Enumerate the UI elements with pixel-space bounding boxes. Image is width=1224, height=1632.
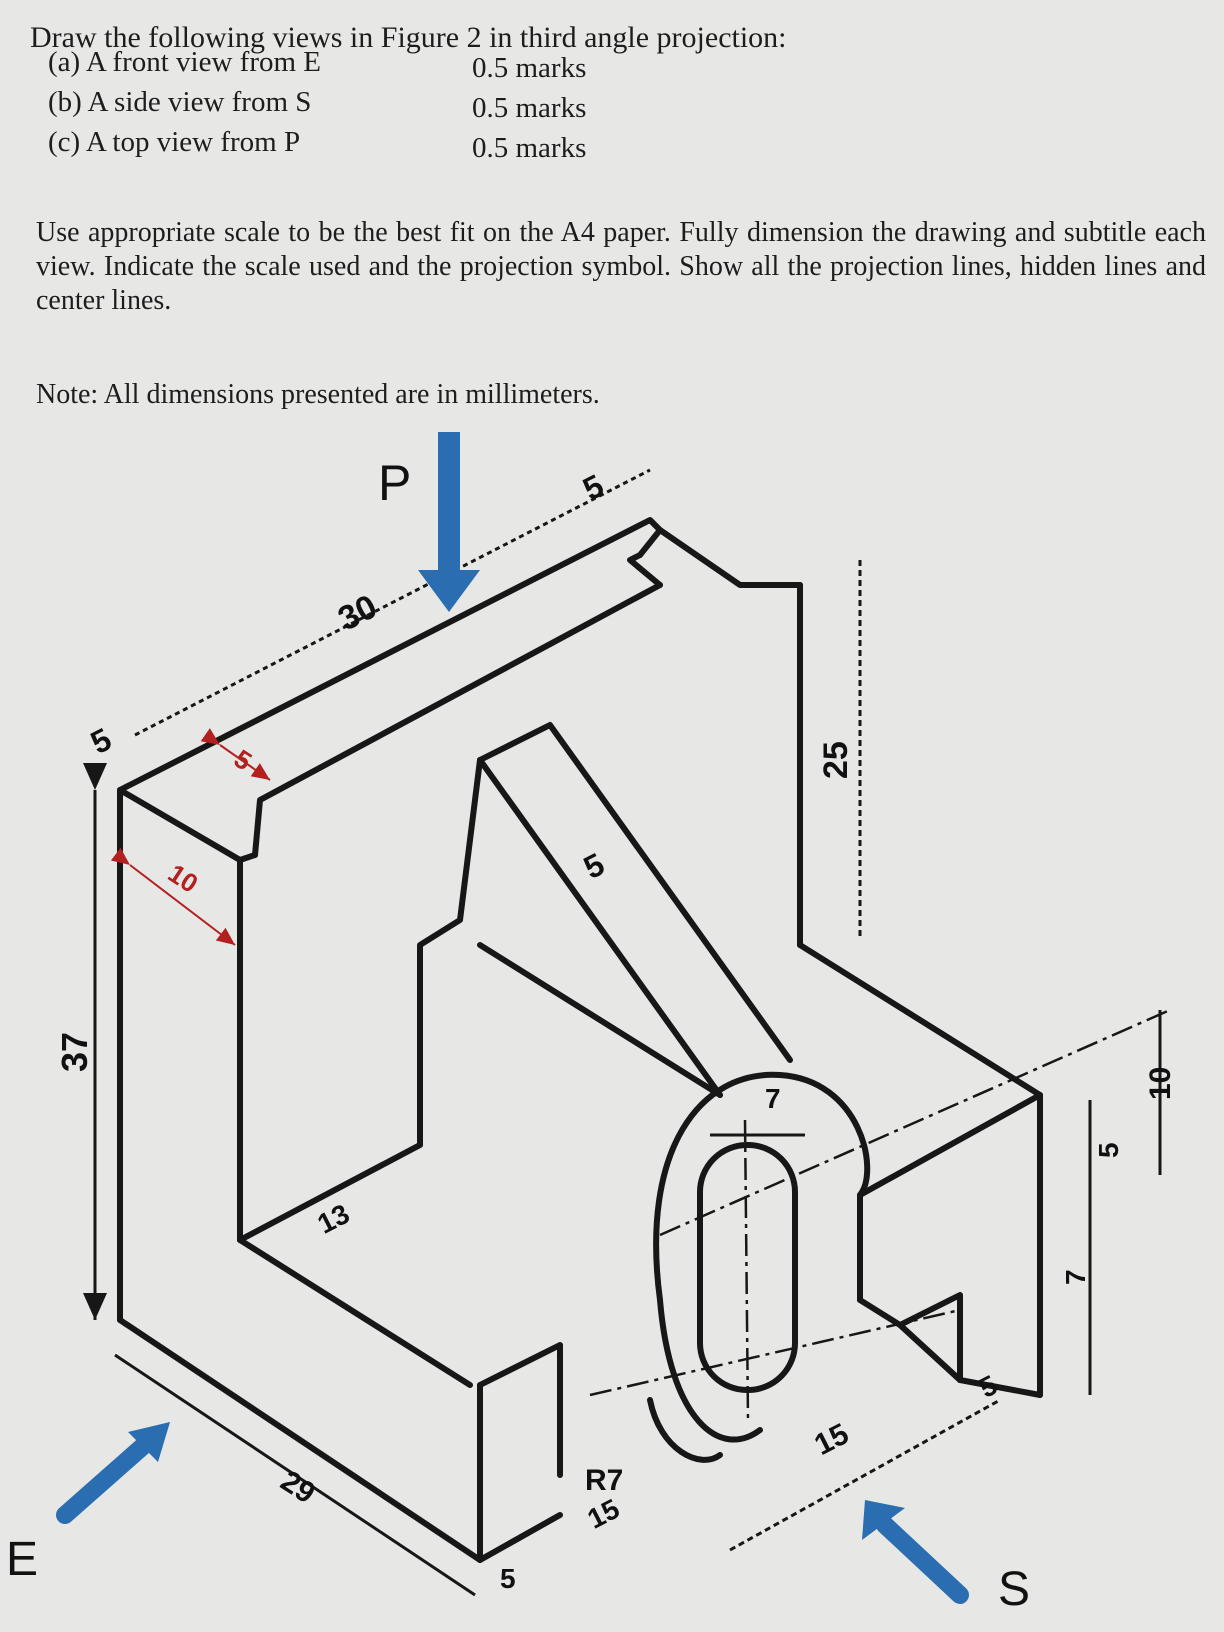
dim-7-right: 7 — [1060, 1269, 1091, 1285]
dim-29: 29 — [275, 1465, 321, 1511]
part-label: (b) A side view from S — [48, 86, 312, 118]
isometric-figure: P E S 30 5 5 5 10 37 25 5 13 29 5 R7 15 … — [6, 432, 1177, 1616]
view-arrow-e — [56, 1422, 170, 1524]
document-header: Draw the following views in Figure 2 in … — [30, 18, 1200, 58]
units-note: Note: All dimensions presented are in mi… — [36, 379, 600, 410]
dim-15-base: 15 — [809, 1417, 854, 1462]
view-label-p: P — [378, 455, 411, 511]
view-arrow-p — [418, 432, 480, 612]
part-marks: 0.5 marks — [472, 92, 587, 124]
dim-5-top-left: 5 — [85, 721, 117, 761]
dim-5-right: 5 — [1093, 1142, 1124, 1158]
dim-5-top-right: 5 — [577, 467, 609, 507]
dimension-lines — [83, 468, 1162, 1597]
dim-5-base: 5 — [500, 1563, 516, 1594]
part-label: (c) A top view from P — [48, 126, 301, 158]
part-c: (c) A top view from P 0.5 marks — [48, 122, 648, 164]
part-label: (a) A front view from E — [48, 46, 322, 78]
dim-7-slot: 7 — [765, 1083, 781, 1114]
part-marks: 0.5 marks — [472, 132, 587, 164]
object-outline — [117, 517, 1043, 1563]
dim-5-rib: 5 — [578, 846, 610, 886]
dim-10-right: 10 — [1144, 1067, 1177, 1100]
view-label-s: S — [998, 1563, 1030, 1616]
instruction-text: Draw the following views in Figure 2 in … — [30, 21, 787, 54]
dim-5-slot: 5 — [229, 743, 257, 776]
dim-15-boss: 15 — [582, 1493, 624, 1535]
part-a: (a) A front view from E 0.5 marks — [48, 42, 648, 84]
part-marks: 0.5 marks — [472, 52, 587, 84]
view-arrow-s — [862, 1500, 969, 1604]
view-label-e: E — [6, 1533, 38, 1586]
dim-r7: R7 — [585, 1464, 623, 1497]
dim-10: 10 — [163, 858, 204, 899]
dim-25: 25 — [817, 741, 855, 779]
dim-13: 13 — [312, 1198, 354, 1240]
part-b: (b) A side view from S 0.5 marks — [48, 82, 648, 124]
dim-37: 37 — [54, 1032, 95, 1072]
red-dimension-lines — [110, 728, 271, 946]
instructions-paragraph: Use appropriate scale to be the best fit… — [36, 217, 1206, 316]
center-lines — [589, 1008, 1171, 1421]
